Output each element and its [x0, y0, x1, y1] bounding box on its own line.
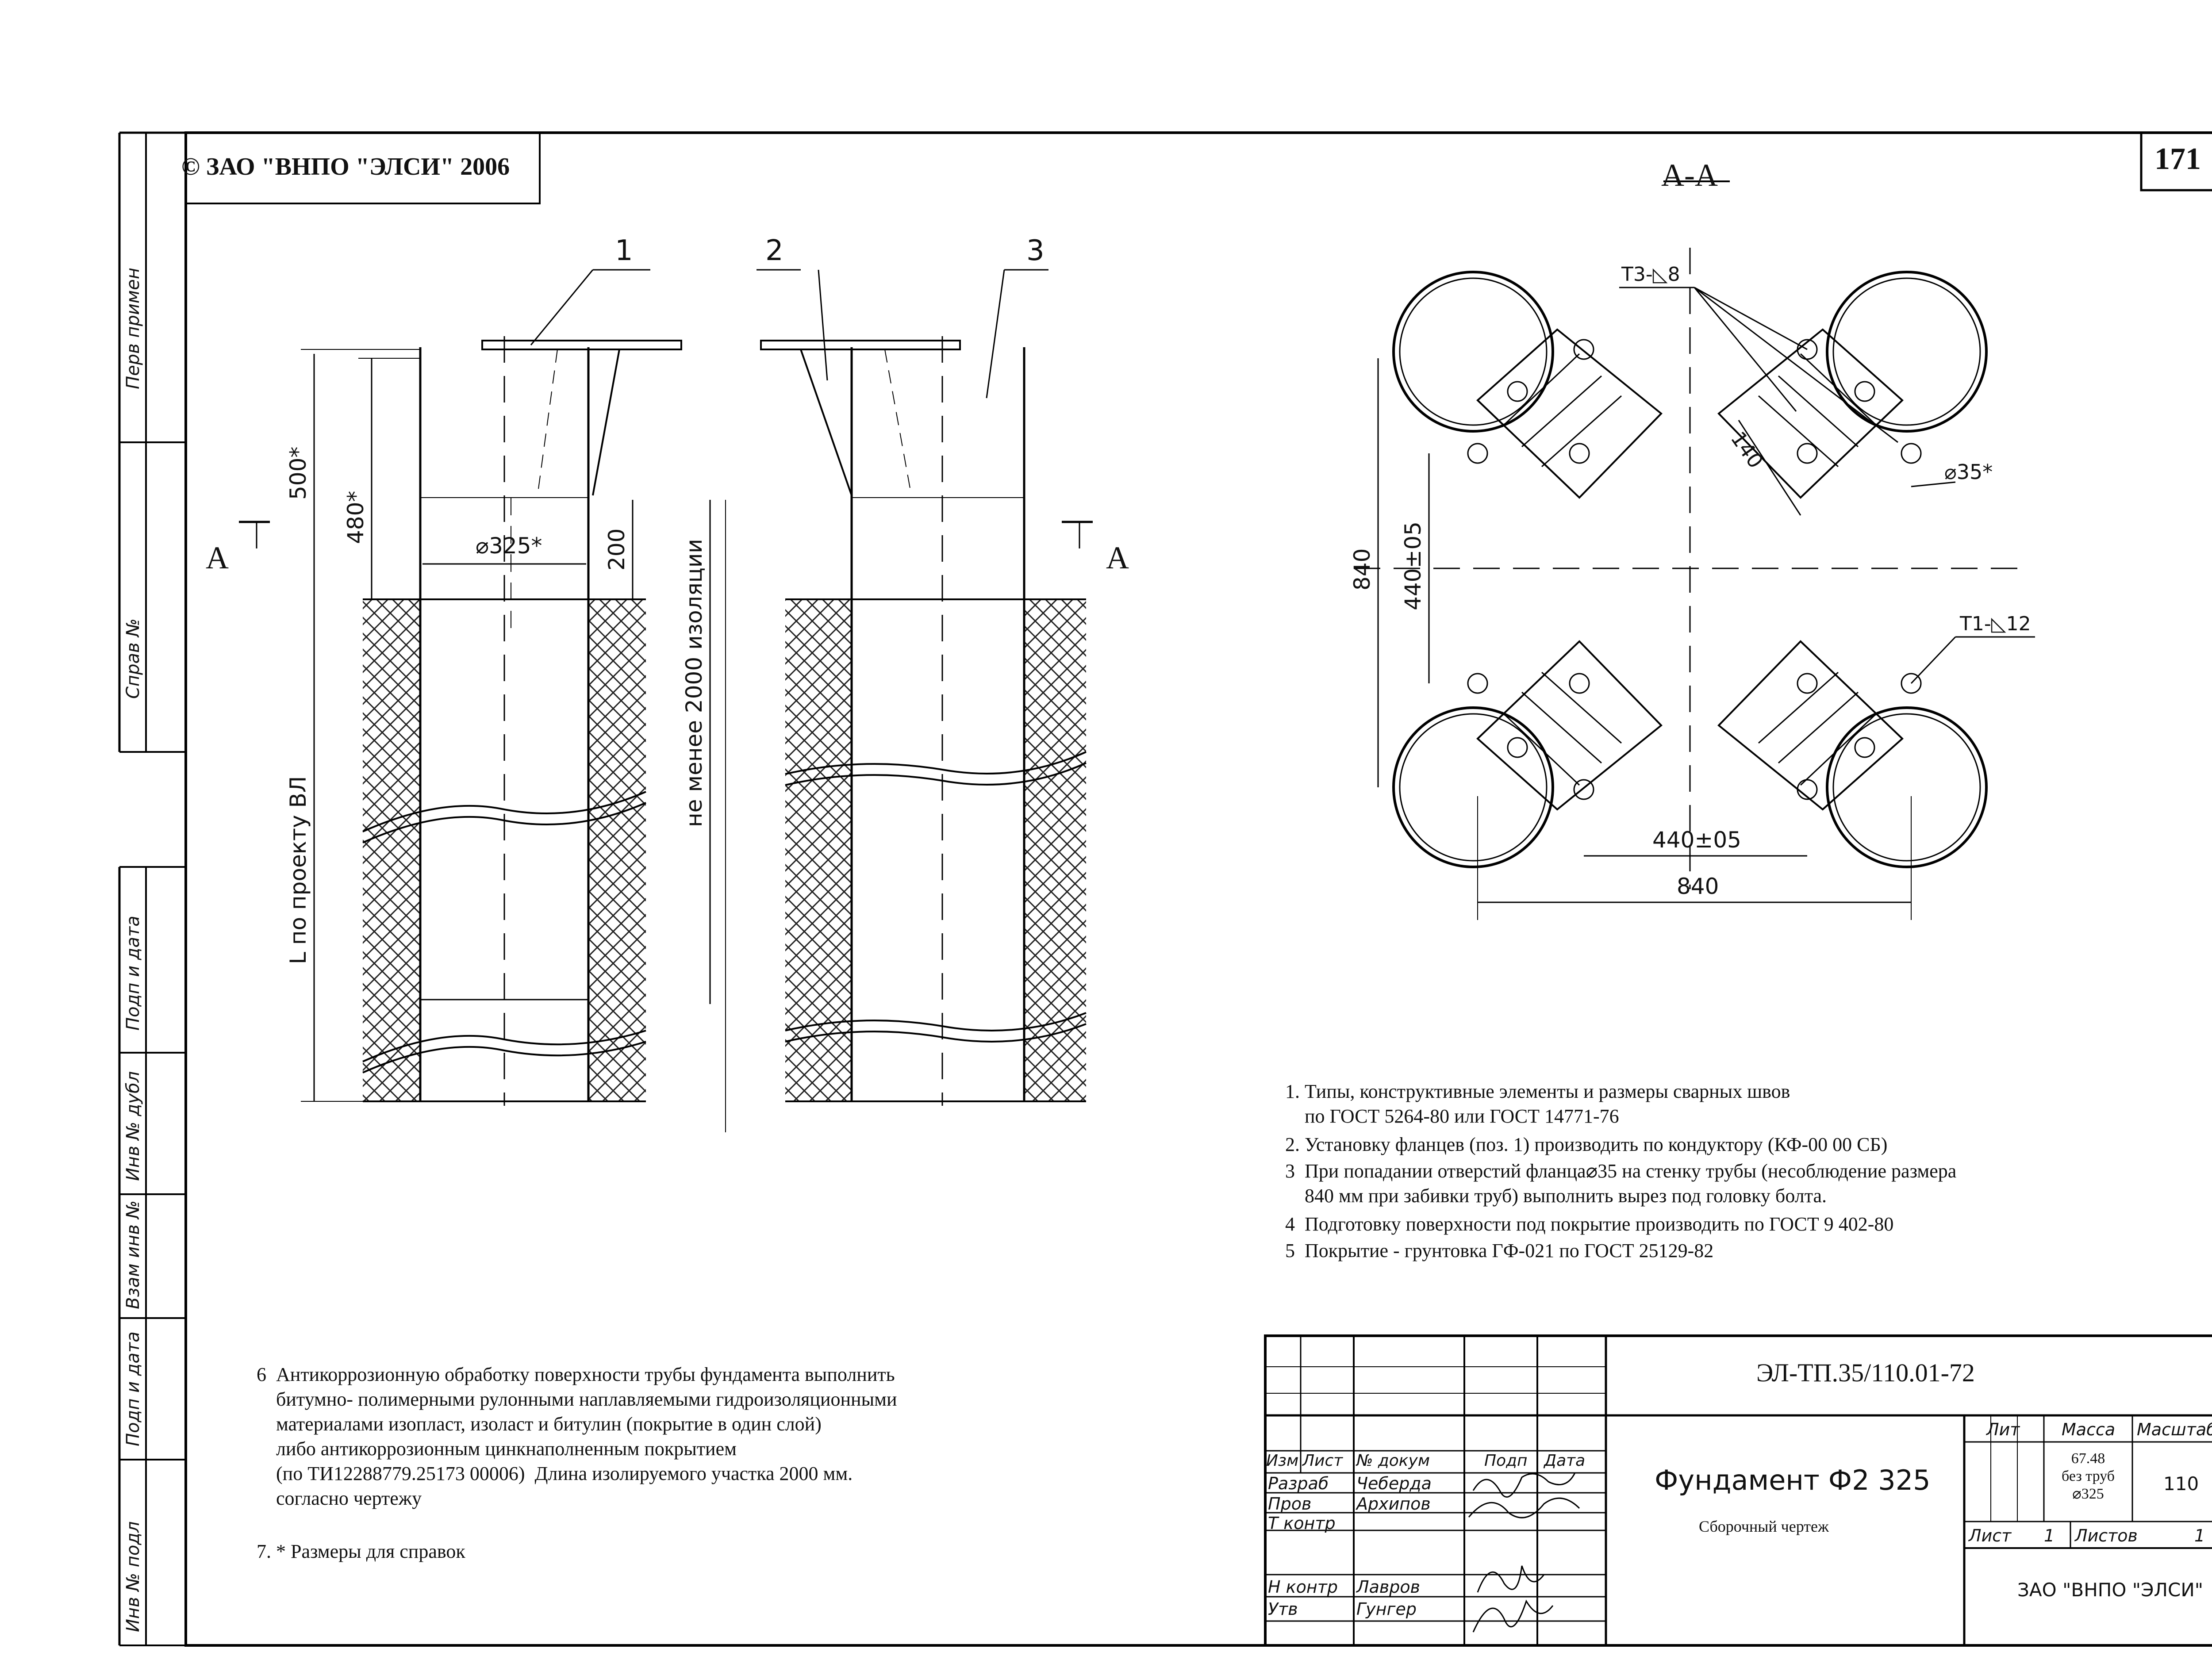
dim-440-vertical: 440±05 [1400, 521, 1426, 610]
soil-right-1 [785, 599, 852, 1101]
note-7: 7. * Размеры для справок [257, 1541, 465, 1562]
stamp-podp-data-1: Подп и дата [123, 916, 143, 1031]
sheets-label: Листов [2075, 1526, 2138, 1545]
signature-1 [1472, 1472, 1576, 1498]
note-2: 2. Установку фланцев (поз. 1) производит… [1285, 1134, 1888, 1155]
stamp-perv-primen: Перв примен [123, 268, 143, 389]
stamp-inv-podl: Инв № подл [123, 1521, 143, 1632]
dim-500: 500* [285, 446, 311, 500]
title-block-frame [1264, 1334, 2212, 1647]
dim-insulation: не менее 2000 изоляции [681, 539, 707, 827]
note-1: 1. Типы, конструктивные элементы и разме… [1285, 1081, 1790, 1127]
col-podp: Подп [1484, 1452, 1528, 1470]
organization: ЗАО "ВНПО "ЭЛСИ" [2017, 1579, 2204, 1601]
dim-480: 480* [343, 491, 369, 544]
signature-4 [1472, 1599, 1554, 1633]
drawing-subtitle: Сборочный чертеж [1699, 1518, 1829, 1535]
stamp-inv-dubl: Инв № дубл [123, 1071, 143, 1181]
weld-bottom-label: Т1-◺12 [1960, 613, 2031, 635]
dim-440-horizontal: 440±05 [1652, 827, 1741, 853]
lit-label: Лит [1986, 1420, 2020, 1439]
note-5: 5 Покрытие - грунтовка ГФ-021 по ГОСТ 25… [1285, 1240, 1714, 1261]
soil-left-1 [363, 599, 420, 1101]
elevation-view [239, 269, 1093, 1132]
stamp-vzam-inv: Взам инв № [123, 1200, 143, 1309]
soil-right-2 [1024, 599, 1086, 1101]
sheet-frame [118, 131, 2212, 1647]
name-utv: Гунгер [1356, 1599, 1417, 1619]
soil-left-2 [588, 599, 646, 1101]
role-tkontr: Т контр [1268, 1514, 1336, 1533]
sheet-label: Лист [1969, 1526, 2012, 1545]
signature-2 [1468, 1497, 1580, 1518]
callout-3: 3 [1026, 234, 1045, 267]
dim-hole: ⌀35* [1944, 460, 1993, 484]
weld-top-label: Т3-◺8 [1621, 263, 1680, 286]
signature-3 [1477, 1565, 1545, 1593]
note-4: 4 Подготовку поверхности под покрытие пр… [1285, 1213, 1894, 1235]
role-razrab: Разраб [1268, 1474, 1329, 1493]
section-marker-right: А [1106, 540, 1129, 575]
dim-200: 200 [604, 528, 630, 571]
col-data: Дата [1544, 1452, 1586, 1470]
dim-840-vertical: 840 [1349, 548, 1375, 590]
section-marker-left: А [206, 540, 229, 575]
callout-2: 2 [765, 234, 783, 267]
mass-value: 67.48 без труб ⌀325 [2062, 1450, 2115, 1502]
sheet-value: 1 [2044, 1526, 2055, 1545]
stamp-sprav: Справ № [123, 618, 143, 699]
col-izm: Изм [1266, 1452, 1299, 1470]
dim-diameter: ⌀325* [476, 533, 542, 559]
note-3: 3 При попадании отверстий фланца⌀35 на с… [1285, 1160, 1957, 1207]
sheet-number: 171 [2154, 142, 2201, 176]
name-nkontr: Лавров [1356, 1577, 1421, 1597]
role-prov: Пров [1268, 1494, 1312, 1514]
copyright-notice: © ЗАО "ВНПО "ЭЛСИ" 2006 [181, 153, 510, 180]
name-razrab: Чеберда [1356, 1474, 1432, 1493]
role-utv: Утв [1268, 1599, 1298, 1619]
name-prov: Архипов [1356, 1494, 1431, 1514]
stamp-podp-data-2: Подп и дата [123, 1331, 143, 1446]
col-list: Лист [1302, 1452, 1343, 1470]
callout-1: 1 [615, 234, 633, 267]
designation: ЭЛ-ТП.35/110.01-72 [1756, 1358, 1975, 1387]
dim-length: L по проекту ВЛ [285, 776, 311, 964]
dim-840-horizontal: 840 [1677, 874, 1719, 899]
section-a-a [1354, 180, 2035, 920]
sheets-value: 1 [2194, 1526, 2205, 1545]
scale-value: 110 [2163, 1473, 2199, 1495]
mass-label: Масса [2062, 1420, 2116, 1439]
note-6: 6 Антикоррозионную обработку поверхности… [257, 1364, 897, 1509]
scale-label: Масштаб [2137, 1420, 2212, 1439]
role-nkontr: Н контр [1268, 1577, 1338, 1597]
col-dokum: № докум [1356, 1452, 1430, 1470]
drawing-name: Фундамент Ф2 325 [1655, 1464, 1931, 1496]
section-title: А-А [1661, 157, 1718, 193]
